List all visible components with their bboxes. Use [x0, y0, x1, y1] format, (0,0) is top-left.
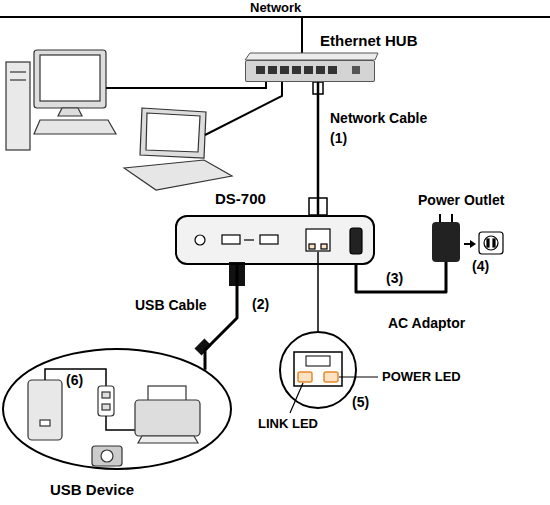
hub-drawing-part — [328, 66, 337, 74]
node-label: USB Device — [50, 481, 280, 499]
usb-devices-part — [102, 404, 110, 410]
hub-drawing-part — [352, 66, 360, 74]
usb-devices-part — [28, 380, 62, 440]
network-label: Network — [250, 0, 301, 16]
lan-cable — [106, 82, 282, 135]
hub-drawing-part — [256, 66, 265, 74]
laptop-computer-part — [146, 113, 200, 152]
callout-number: (2) — [252, 296, 269, 313]
ds700-drawing-part — [175, 215, 375, 265]
usb-devices-part — [40, 420, 50, 426]
ds700-server-outline — [175, 215, 375, 265]
ds700-drawing-part — [195, 235, 205, 245]
usb-devices-part — [135, 400, 200, 436]
led-inset — [280, 252, 378, 413]
power-outlet-icon-part — [479, 232, 503, 254]
ac-adaptor-drawing-part — [470, 240, 476, 248]
ds700-drawing-part — [350, 228, 362, 254]
led-inset-part — [339, 376, 378, 377]
callout-number: (1) — [330, 130, 347, 147]
ds700-server: DS-700 — [175, 190, 375, 265]
led-inset-part — [306, 356, 330, 366]
network-line-part — [0, 16, 550, 18]
power-outlet-icon-part — [493, 239, 495, 247]
hub-drawing-part — [280, 66, 289, 74]
led-inset-part — [324, 372, 338, 382]
power-outlet-icon — [479, 232, 503, 254]
usb-device-group-outline — [2, 348, 232, 470]
ds700-drawing-part — [321, 244, 327, 249]
usb-devices — [28, 369, 200, 466]
ac-adaptor-drawing-part — [439, 214, 441, 222]
led-label: POWER LED — [382, 369, 461, 385]
ethernet-hub: Ethernet HUB — [245, 32, 422, 82]
desktop-computer — [6, 50, 116, 150]
rj45-plug — [309, 82, 327, 215]
callout-number: (6) — [66, 372, 83, 389]
power-cord — [356, 262, 446, 292]
ds700-drawing-part — [244, 239, 254, 240]
ethernet-hub-outline — [245, 60, 375, 82]
ds700-drawing-part — [222, 235, 240, 244]
power-outlet-outline — [432, 222, 460, 262]
led-inset-part — [290, 383, 303, 413]
ds700-drawing — [175, 215, 375, 265]
usb-devices-part — [106, 416, 135, 430]
edge-label: USB Cable — [135, 297, 207, 314]
power-outlet: Power Outlet — [412, 192, 508, 262]
hub-drawing-part — [292, 66, 301, 74]
desktop-computer-part — [10, 71, 26, 72]
hub-drawing — [245, 53, 378, 82]
ac-adaptor-drawing-part — [451, 214, 453, 222]
callout-number: (3) — [386, 270, 403, 287]
network-cable — [317, 82, 320, 215]
usb-devices-part — [98, 386, 114, 416]
led-inset-part — [294, 352, 342, 386]
led-inset-part — [298, 372, 312, 382]
desktop-computer-part — [40, 55, 100, 101]
desktop-computer-part — [58, 108, 82, 116]
hub-drawing-part — [245, 60, 375, 82]
usb-devices-part — [102, 392, 110, 398]
callout-number: (5) — [352, 394, 369, 411]
edge-label: Network Cable — [330, 110, 427, 127]
lan-cable-part — [106, 82, 266, 88]
lan-cable-part — [205, 82, 282, 135]
ds700-drawing-part — [309, 244, 315, 249]
hub-drawing-part — [268, 66, 277, 74]
usb-devices-part — [101, 450, 113, 462]
ds700-drawing-part — [306, 229, 330, 251]
hub-drawing-part — [245, 53, 378, 60]
led-inset-part — [280, 332, 356, 408]
desktop-computer-part — [34, 50, 106, 108]
hub-drawing-part — [316, 66, 325, 74]
node-label: Ethernet HUB — [320, 32, 497, 50]
hub-drawing-part — [304, 66, 313, 74]
power-outlet-icon-part — [487, 239, 489, 247]
node-label: Power Outlet — [418, 192, 514, 209]
led-label: LINK LED — [258, 416, 318, 432]
usb-device-group: USB Device — [2, 348, 232, 501]
desktop-computer-part — [34, 120, 116, 134]
laptop-computer-part — [124, 160, 232, 190]
laptop-computer — [124, 108, 232, 190]
power-outlet-icon-part — [484, 236, 498, 250]
usb-cable — [205, 265, 237, 370]
callout-number: (4) — [472, 258, 489, 275]
usb-devices-part — [138, 436, 198, 443]
ac-adaptor-drawing-part — [464, 243, 470, 245]
ds700-drawing-part — [260, 235, 278, 244]
desktop-computer-part — [10, 79, 26, 80]
usb-devices-part — [148, 386, 186, 401]
node-label: DS-700 — [215, 190, 415, 208]
desktop-computer-part — [6, 62, 30, 150]
laptop-computer-part — [140, 108, 206, 158]
usb-devices-part — [92, 446, 122, 466]
edge-label: AC Adaptor — [388, 315, 465, 332]
